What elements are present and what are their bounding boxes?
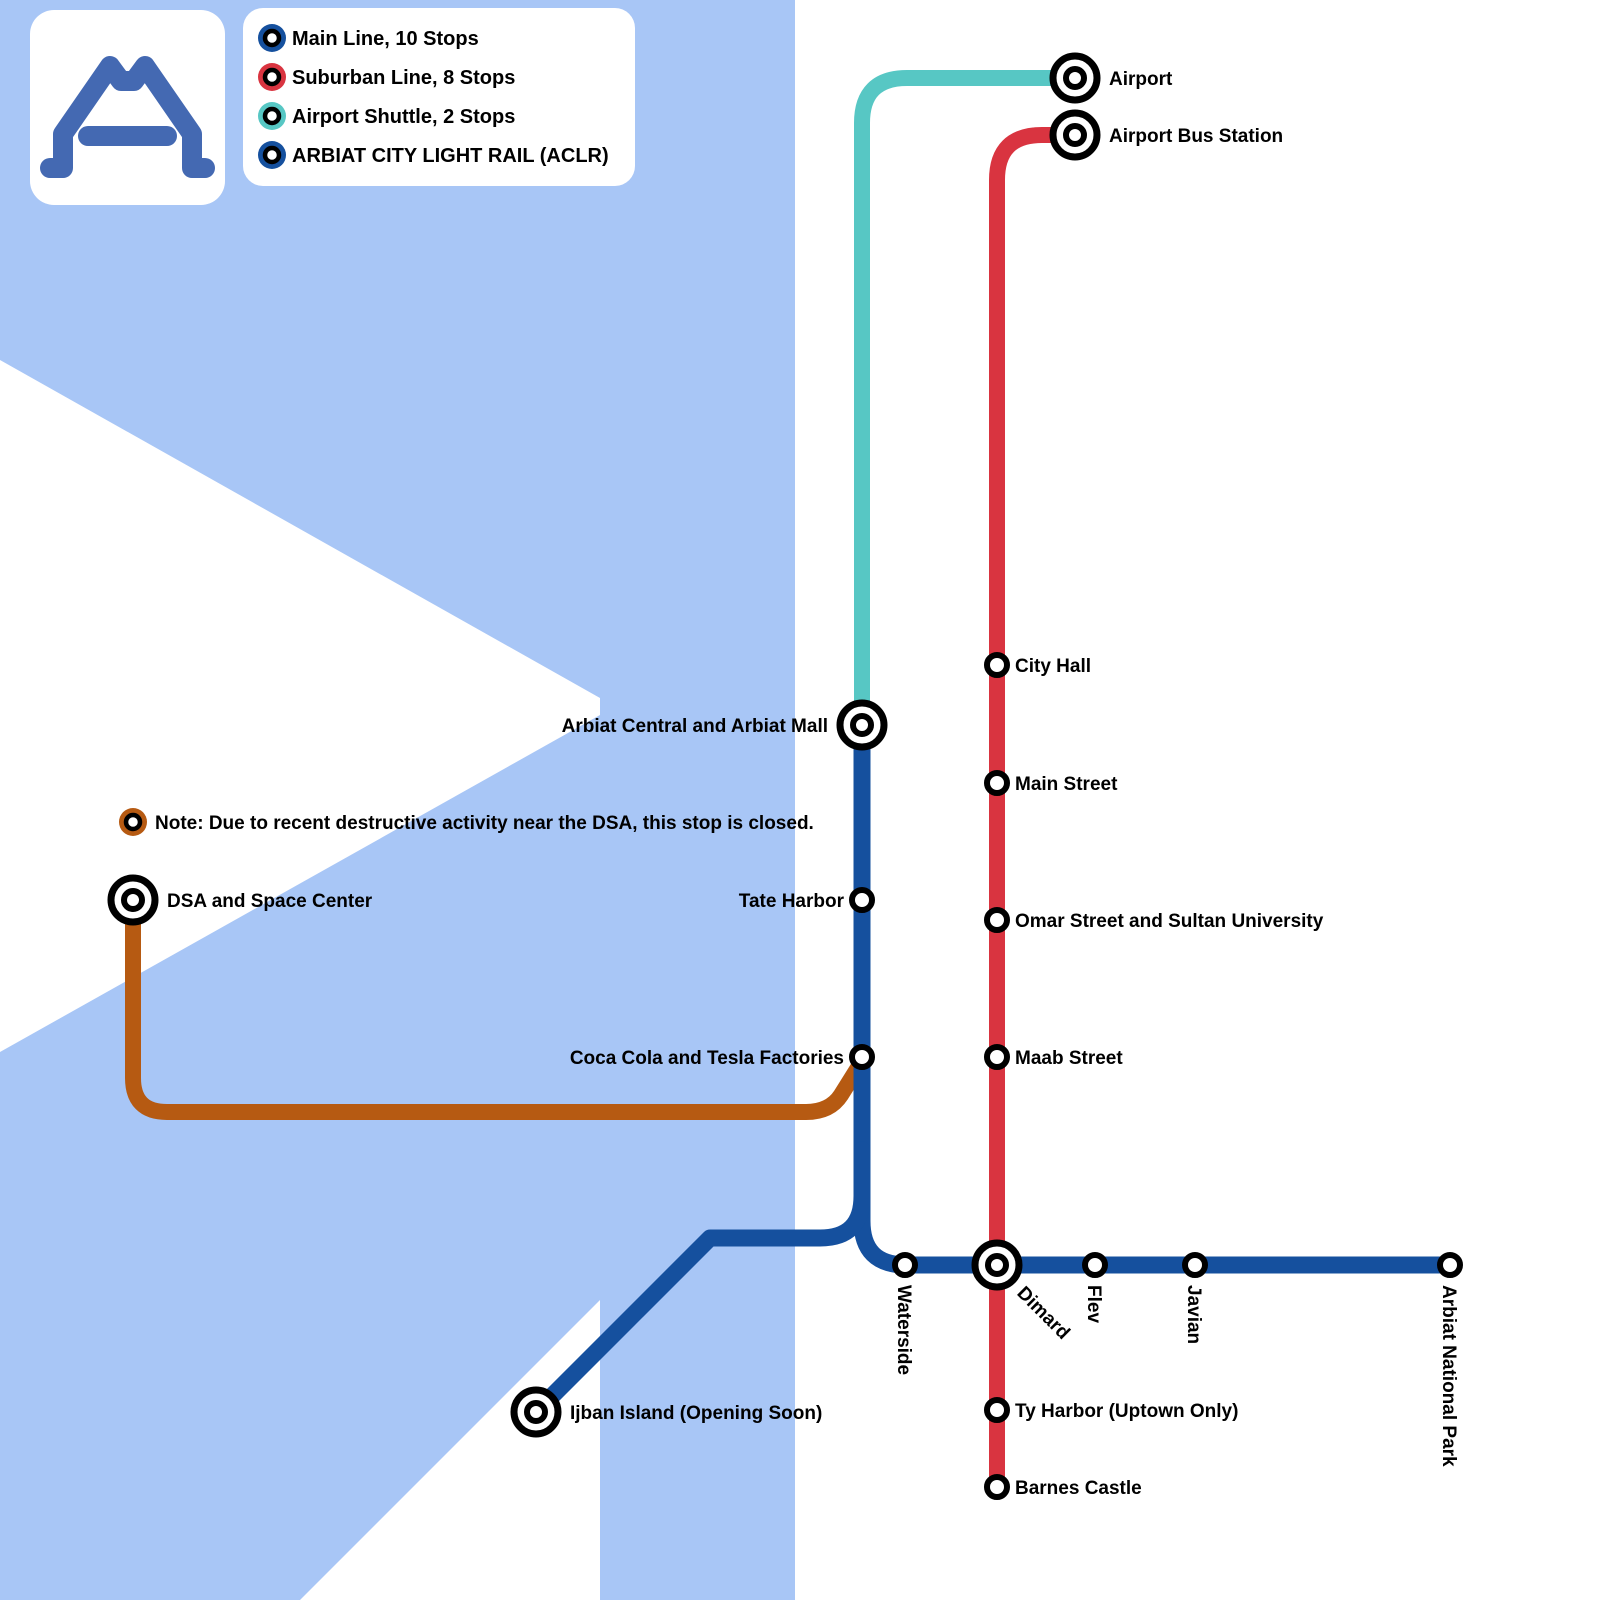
legend-bullet-center	[262, 67, 282, 87]
station-label: Main Street	[1015, 774, 1118, 795]
station-label: Maab Street	[1015, 1048, 1123, 1069]
closure-note: Note: Due to recent destructive activity…	[119, 808, 814, 836]
note-bullet-center	[123, 812, 143, 832]
water-band-vertical	[600, 0, 795, 1600]
station-marker	[984, 770, 1010, 796]
station-city-hall: City Hall	[984, 652, 1091, 678]
background-water	[0, 0, 795, 1600]
station-label: Tate Harbor	[739, 891, 845, 912]
legend-bullet-center	[262, 145, 282, 165]
station-maab-street: Maab Street	[984, 1044, 1123, 1070]
station-label: Coca Cola and Tesla Factories	[570, 1048, 844, 1069]
line-suburban-line	[989, 127, 1083, 1495]
station-marker-inner	[524, 1400, 548, 1424]
station-marker	[984, 652, 1010, 678]
station-barnes-castle: Barnes Castle	[984, 1474, 1142, 1500]
station-label: Arbiat National Park	[1438, 1285, 1459, 1467]
station-label: Javian	[1183, 1285, 1204, 1344]
station-arbiat-central-and-arbiat-mall: Arbiat Central and Arbiat Mall	[562, 699, 888, 751]
line-closed-branch	[125, 892, 869, 1120]
logo-card	[30, 10, 225, 205]
legend-bullet-center	[262, 106, 282, 126]
note-text: Note: Due to recent destructive activity…	[155, 813, 814, 834]
line-main-line-branch	[527, 1141, 871, 1421]
station-ty-harbor-uptown-only: Ty Harbor (Uptown Only)	[984, 1397, 1238, 1423]
station-marker	[984, 1474, 1010, 1500]
station-marker-inner	[985, 1253, 1009, 1277]
station-label: Omar Street and Sultan University	[1015, 911, 1324, 932]
legend-item-arbiat-city-light-rail-aclr: ARBIAT CITY LIGHT RAIL (ACLR)	[258, 141, 609, 169]
station-arbiat-national-park: Arbiat National Park	[1437, 1252, 1463, 1467]
station-omar-street-and-sultan-university: Omar Street and Sultan University	[984, 907, 1324, 933]
station-marker-inner	[1063, 123, 1087, 147]
station-marker	[984, 1044, 1010, 1070]
water-mass-lower	[0, 715, 600, 1600]
station-marker	[1082, 1252, 1108, 1278]
legend-item-airport-shuttle-2-stops: Airport Shuttle, 2 Stops	[258, 102, 515, 130]
station-label: Ty Harbor (Uptown Only)	[1015, 1401, 1238, 1422]
legend-label: Suburban Line, 8 Stops	[292, 67, 515, 89]
logo-card-background	[30, 10, 225, 205]
station-marker	[892, 1252, 918, 1278]
station-marker	[849, 1044, 875, 1070]
legend-background	[243, 8, 635, 186]
station-marker	[1437, 1252, 1463, 1278]
aclr-logo-icon	[40, 56, 215, 178]
station-label: DSA and Space Center	[167, 891, 373, 912]
station-waterside: Waterside	[892, 1252, 918, 1375]
station-marker	[984, 1397, 1010, 1423]
station-label: Airport Bus Station	[1109, 126, 1283, 147]
station-label: Barnes Castle	[1015, 1478, 1142, 1499]
station-marker	[984, 907, 1010, 933]
line-main-line	[853, 716, 1459, 1274]
station-tate-harbor: Tate Harbor	[739, 887, 875, 913]
station-label: Arbiat Central and Arbiat Mall	[562, 716, 828, 737]
water-wedge-upper	[0, 360, 600, 698]
station-coca-cola-and-tesla-factories: Coca Cola and Tesla Factories	[570, 1044, 875, 1070]
station-marker	[1182, 1252, 1208, 1278]
station-label: Airport	[1109, 69, 1173, 90]
station-marker-inner	[1063, 66, 1087, 90]
station-label: Flev	[1083, 1285, 1104, 1323]
station-main-street: Main Street	[984, 770, 1118, 796]
station-javian: Javian	[1182, 1252, 1208, 1344]
legend-label: ARBIAT CITY LIGHT RAIL (ACLR)	[292, 145, 609, 167]
station-marker-inner	[850, 713, 874, 737]
logo-outline	[40, 56, 215, 178]
legend-label: Airport Shuttle, 2 Stops	[292, 106, 515, 128]
legend-item-suburban-line-8-stops: Suburban Line, 8 Stops	[258, 63, 515, 91]
station-airport-bus-station: Airport Bus Station	[1049, 109, 1283, 161]
station-flev: Flev	[1082, 1252, 1108, 1323]
station-marker	[849, 887, 875, 913]
legend-label: Main Line, 10 Stops	[292, 28, 479, 50]
line-airport-shuttle	[854, 70, 1083, 733]
station-label: Ijban Island (Opening Soon)	[570, 1403, 822, 1424]
legend-bullet-center	[262, 28, 282, 48]
station-label: Dimard	[1013, 1283, 1074, 1344]
station-ijban-island-opening-soon: Ijban Island (Opening Soon)	[510, 1386, 822, 1438]
station-label: Waterside	[893, 1285, 914, 1375]
station-marker-inner	[121, 888, 145, 912]
station-airport: Airport	[1049, 52, 1173, 104]
legend-item-main-line-10-stops: Main Line, 10 Stops	[258, 24, 479, 52]
station-label: City Hall	[1015, 656, 1091, 677]
station-dsa-and-space-center: DSA and Space Center	[107, 874, 373, 926]
